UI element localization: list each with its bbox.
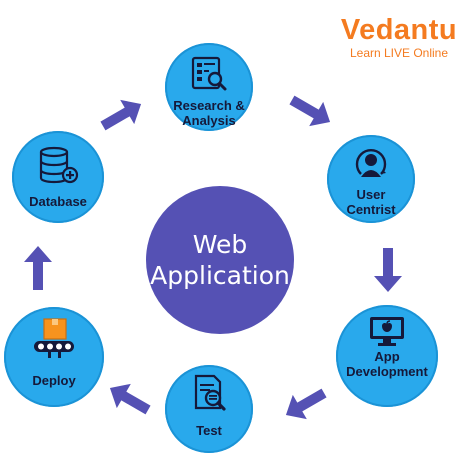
logo-name: Vedantu [340,14,458,46]
arrow-app-to-test [285,388,327,420]
node-research-label-2: Analysis [182,113,236,128]
node-database-label: Database [29,194,87,209]
node-user-label-2: Centrist [346,202,396,217]
node-deploy-label: Deploy [32,373,76,388]
vedantu-logo: Vedantu Learn LIVE Online [336,14,462,60]
magnifier-document-icon [191,56,227,91]
monitor-apple-icon [370,317,404,346]
node-user-centrist: User Centrist [327,135,415,223]
document-search-icon [194,374,226,411]
node-research-analysis: Research & Analysis [165,43,253,131]
node-test-label: Test [196,423,222,438]
node-app-development: App Development [336,305,438,407]
arrow-database-to-research [100,99,142,131]
node-deploy: Deploy [4,307,104,407]
arrow-test-to-deploy [109,383,151,415]
arrow-user-to-app [374,248,402,292]
user-icon [355,149,387,177]
node-test: Test [165,365,253,453]
conveyor-box-icon [34,318,74,358]
node-user-label-1: User [356,187,386,202]
node-database: Database [12,131,104,223]
center-line-2: Application [150,261,290,290]
node-research-label-1: Research & [173,98,245,113]
node-app-label-1: App [374,349,400,364]
center-circle: Web Application [146,186,294,334]
logo-tagline: Learn LIVE Online [349,46,449,60]
database-plus-icon [39,146,79,184]
center-line-1: Web [192,230,248,259]
arrow-deploy-to-database [24,246,52,290]
arrow-research-to-user [289,95,331,127]
node-app-label-2: Development [346,364,428,379]
